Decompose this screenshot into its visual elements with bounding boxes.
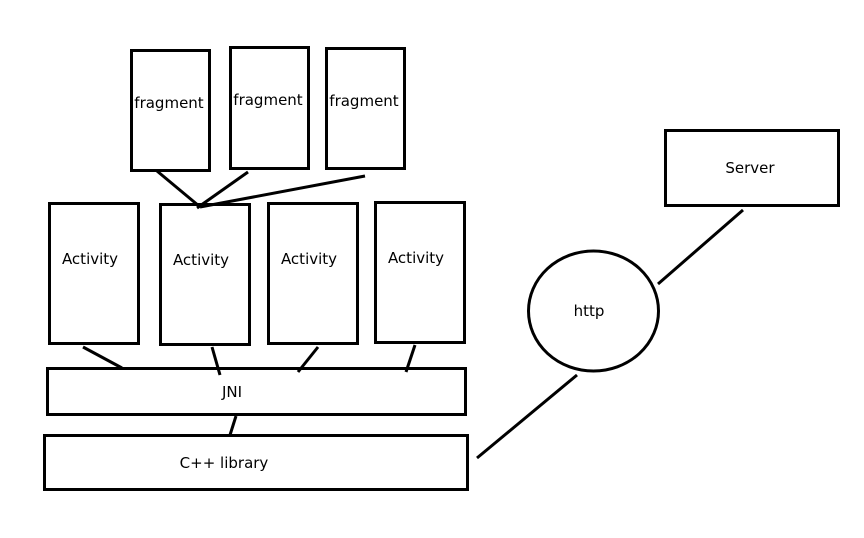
activity-box-4 bbox=[374, 201, 466, 344]
connector-activity2-jni bbox=[210, 346, 222, 376]
cpp-library-label: C++ library bbox=[180, 454, 269, 472]
connector-cpp-library-http bbox=[476, 373, 578, 460]
connector-http-server bbox=[657, 208, 744, 286]
server-box bbox=[664, 129, 840, 207]
jni-box bbox=[46, 367, 467, 416]
activity-label-4: Activity bbox=[388, 249, 444, 267]
server-label: Server bbox=[725, 159, 775, 177]
activity-label-3: Activity bbox=[281, 250, 337, 268]
cpp-library-box bbox=[43, 434, 469, 491]
fragment-box-2 bbox=[229, 46, 310, 170]
fragment-label-3: fragment bbox=[329, 92, 399, 110]
connector-fragment3-activity2 bbox=[199, 174, 366, 209]
fragment-box-3 bbox=[325, 47, 406, 170]
connector-jni-cpp-library bbox=[228, 415, 238, 436]
jni-label: JNI bbox=[221, 383, 242, 401]
activity-box-3 bbox=[267, 202, 359, 345]
fragment-box-1 bbox=[130, 49, 211, 172]
fragment-label-1: fragment bbox=[134, 94, 204, 112]
activity-label-2: Activity bbox=[173, 251, 229, 269]
fragment-label-2: fragment bbox=[233, 91, 303, 109]
activity-box-1 bbox=[48, 202, 140, 345]
connector-fragment2-activity2 bbox=[196, 170, 249, 210]
connector-fragment1-activity2 bbox=[156, 169, 200, 208]
http-label: http bbox=[574, 302, 605, 320]
activity-box-2 bbox=[159, 203, 251, 346]
connector-activity1-jni bbox=[82, 345, 123, 370]
activity-label-1: Activity bbox=[62, 250, 118, 268]
http-circle bbox=[527, 249, 660, 373]
